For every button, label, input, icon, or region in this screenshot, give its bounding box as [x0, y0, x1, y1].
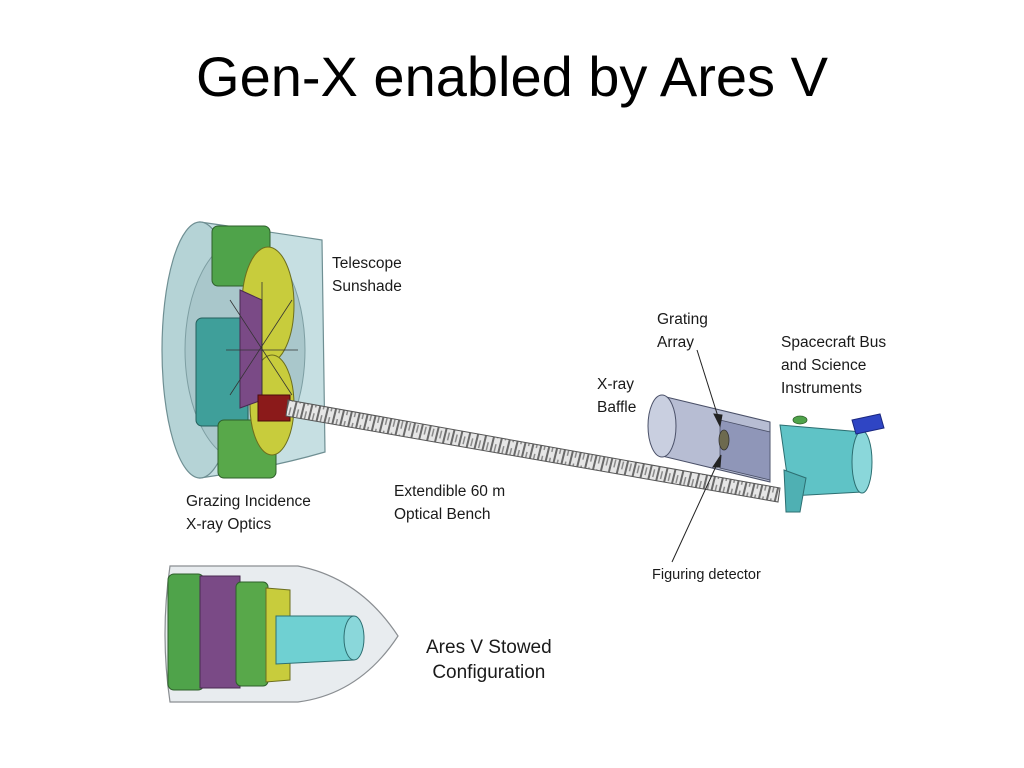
page-title: Gen-X enabled by Ares V — [196, 45, 828, 108]
label-xray-optics: Grazing Incidence X-ray Optics — [186, 493, 311, 533]
xray-optics — [195, 225, 298, 479]
leader-lines — [671, 349, 723, 563]
label-ares-v-stowed: Ares V Stowed Configuration — [426, 637, 552, 683]
label-figuring-detector: Figuring detector — [652, 567, 761, 583]
solar-panel — [851, 413, 885, 435]
grating-array-part — [718, 429, 730, 451]
optical-bench — [285, 399, 781, 503]
label-telescope-sunshade: Telescope Sunshade — [332, 255, 402, 295]
label-xray-baffle: X-ray Baffle — [597, 376, 637, 416]
label-grating-array: Grating Array — [657, 311, 708, 351]
xray-baffle — [647, 394, 771, 483]
ares-v-stowed — [164, 565, 399, 703]
label-optical-bench: Extendible 60 m Optical Bench — [394, 483, 506, 523]
spacecraft-bus — [779, 413, 885, 513]
label-spacecraft-bus: Spacecraft Bus and Science Instruments — [781, 334, 887, 397]
